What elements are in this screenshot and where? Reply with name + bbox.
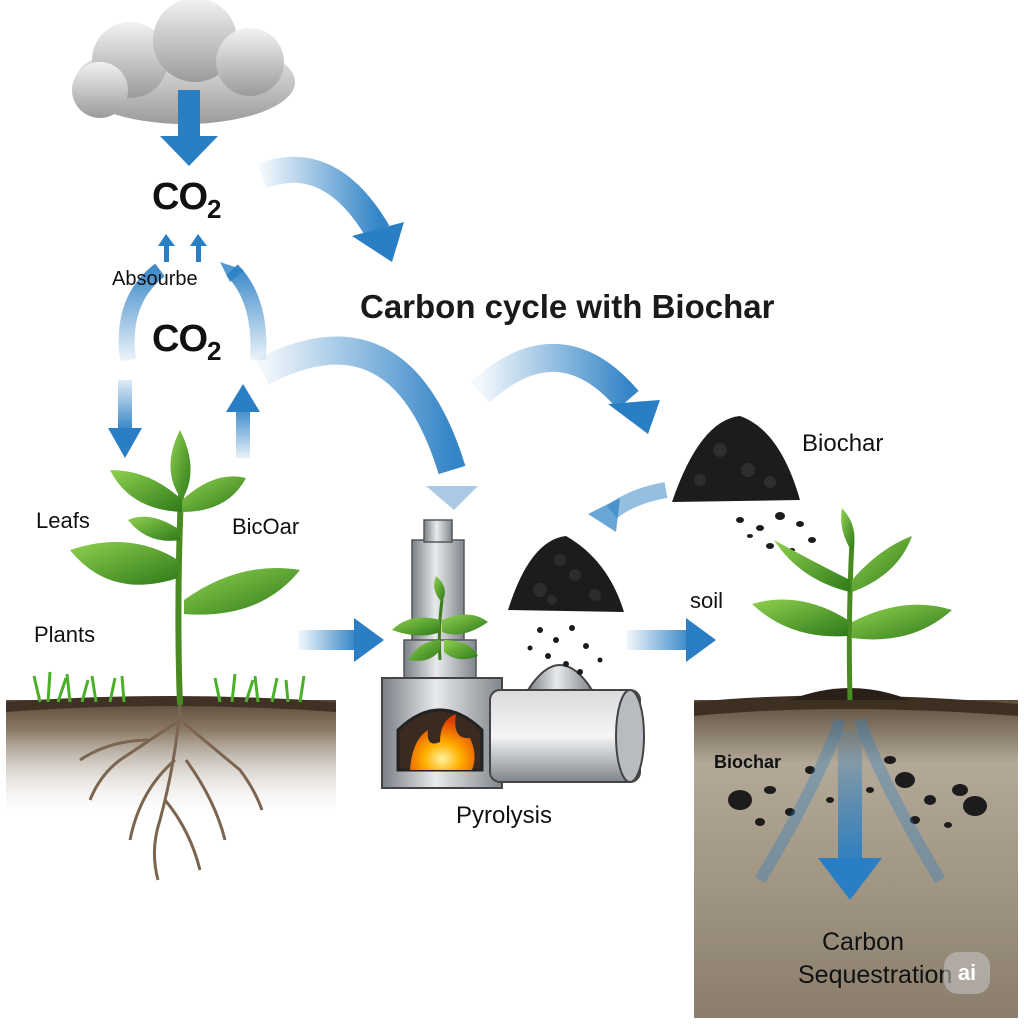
co2-to-title-arrow (257, 156, 404, 262)
kiln-feed-plant-icon (392, 576, 488, 661)
biochar-pile-icon (508, 536, 624, 675)
absorb-label: Absourbe (112, 268, 198, 290)
plant-absorb-arrows (108, 262, 267, 458)
small-up-arrows (158, 234, 207, 262)
plant-icon (70, 430, 300, 706)
biochar-in-soil-label: Biochar (714, 752, 782, 772)
bicoar-label: BicOar (232, 514, 300, 539)
flame-icon (410, 714, 475, 770)
sapling-icon (752, 508, 952, 701)
co2-top-text: CO (152, 176, 208, 218)
cloud-icon (72, 0, 295, 124)
plant-to-pyrolysis-curved-arrow (255, 336, 478, 510)
carbon-sequestration-label: Carbon Sequestration (798, 928, 953, 989)
co2-mid-subscript: 2 (207, 336, 222, 366)
diagram-title: Carbon cycle with Biochar (360, 288, 775, 325)
pyrolysis-to-soil-arrow (626, 618, 716, 662)
biochar-return-arrow (588, 482, 668, 532)
biochar-pile-label: Biochar (802, 430, 884, 457)
title-to-biochar-arrow (470, 344, 660, 434)
biochar-pile-top-icon (672, 416, 816, 552)
cloud-to-co2-arrow (160, 90, 218, 166)
co2-top-subscript: 2 (207, 194, 222, 224)
grass-icon (32, 671, 306, 703)
soil-label: soil (690, 588, 724, 613)
left-soil-icon (6, 696, 336, 820)
ai-watermark-badge: ai (944, 952, 990, 994)
co2-label-mid: CO2 (152, 318, 222, 367)
leafs-label: Leafs (36, 508, 90, 533)
pyrolysis-label: Pyrolysis (456, 802, 553, 829)
plants-label: Plants (34, 622, 96, 647)
co2-mid-text: CO (152, 318, 208, 360)
co2-label-top: CO2 (152, 176, 222, 225)
plant-to-pyrolysis-arrow (298, 618, 384, 662)
roots-icon (79, 704, 264, 881)
